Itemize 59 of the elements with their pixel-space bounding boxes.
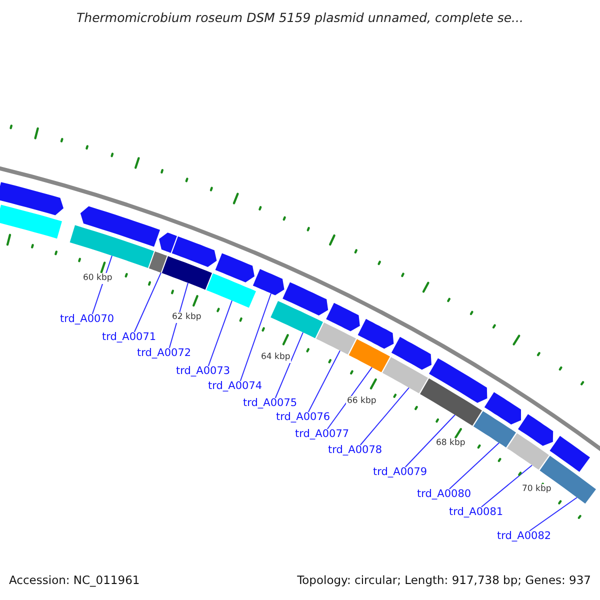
leader-line xyxy=(480,464,532,508)
footer-text: Accession: NC_011961 xyxy=(9,575,140,586)
gene-segment xyxy=(282,282,328,316)
gene-segment xyxy=(80,206,160,247)
footer-text: Topology: circular; Length: 917,738 bp; Genes: 937 xyxy=(297,575,591,586)
gene-label: trd_A0075 xyxy=(243,398,298,408)
scale-label: 68 kbp xyxy=(435,438,466,448)
gene-segment xyxy=(420,378,482,426)
scale-label: 60 kbp xyxy=(82,273,114,284)
gene-segment xyxy=(518,414,554,446)
gene-segment xyxy=(162,256,212,290)
gene-segment xyxy=(429,358,488,403)
gene-segment xyxy=(348,339,390,372)
gene-label: trd_A0071 xyxy=(102,332,156,342)
gene-label: trd_A0073 xyxy=(176,366,230,376)
leader-line xyxy=(134,272,162,332)
gene-segment xyxy=(206,273,256,308)
gene-label: trd_A0080 xyxy=(417,489,472,500)
gene-segment xyxy=(316,322,356,354)
leader-line xyxy=(274,332,304,398)
gene-label: trd_A0077 xyxy=(295,429,350,440)
gene-segment xyxy=(159,232,177,253)
gene-segment xyxy=(382,357,428,394)
gene-segment xyxy=(358,318,394,349)
leader-line xyxy=(240,293,272,382)
scale-label: 64 kbp xyxy=(260,352,292,362)
scale-label: 66 kbp xyxy=(346,396,378,406)
leader-line xyxy=(326,366,372,430)
gene-segment xyxy=(252,269,284,296)
gene-label: trd_A0072 xyxy=(137,348,192,358)
scale-label: 70 kbp xyxy=(521,484,552,494)
gene-segment xyxy=(148,251,167,273)
gene-segment xyxy=(172,236,217,267)
gene-segment xyxy=(70,225,154,268)
gene-segment xyxy=(0,204,62,239)
gene-segment xyxy=(507,433,549,470)
title: Thermomicrobium roseum DSM 5159 plasmid unnamed, complete se... xyxy=(76,10,524,25)
gene-segment xyxy=(473,411,516,448)
gene-label: trd_A0074 xyxy=(208,381,262,392)
gene-segment xyxy=(484,392,521,424)
gene-label: trd_A0082 xyxy=(497,531,552,542)
leader-line xyxy=(208,300,232,366)
leader-line xyxy=(308,350,340,412)
leader-line xyxy=(528,497,578,532)
gene-label: trd_A0070 xyxy=(60,314,114,324)
gene-segment xyxy=(326,302,360,332)
gene-label: trd_A0078 xyxy=(328,445,382,456)
leader-line xyxy=(360,387,410,446)
leader-line xyxy=(448,442,500,490)
scale-label: 62 kbp xyxy=(171,312,202,322)
gene-segment xyxy=(391,336,432,370)
gene-segment xyxy=(270,301,323,338)
leader-line xyxy=(404,414,456,468)
gene-label: trd_A0081 xyxy=(449,507,504,518)
gene-segment xyxy=(215,253,254,282)
gene-segment xyxy=(0,182,64,216)
gene-segment xyxy=(550,436,590,472)
gene-label: trd_A0076 xyxy=(276,412,330,422)
gene-label: trd_A0079 xyxy=(373,467,428,478)
